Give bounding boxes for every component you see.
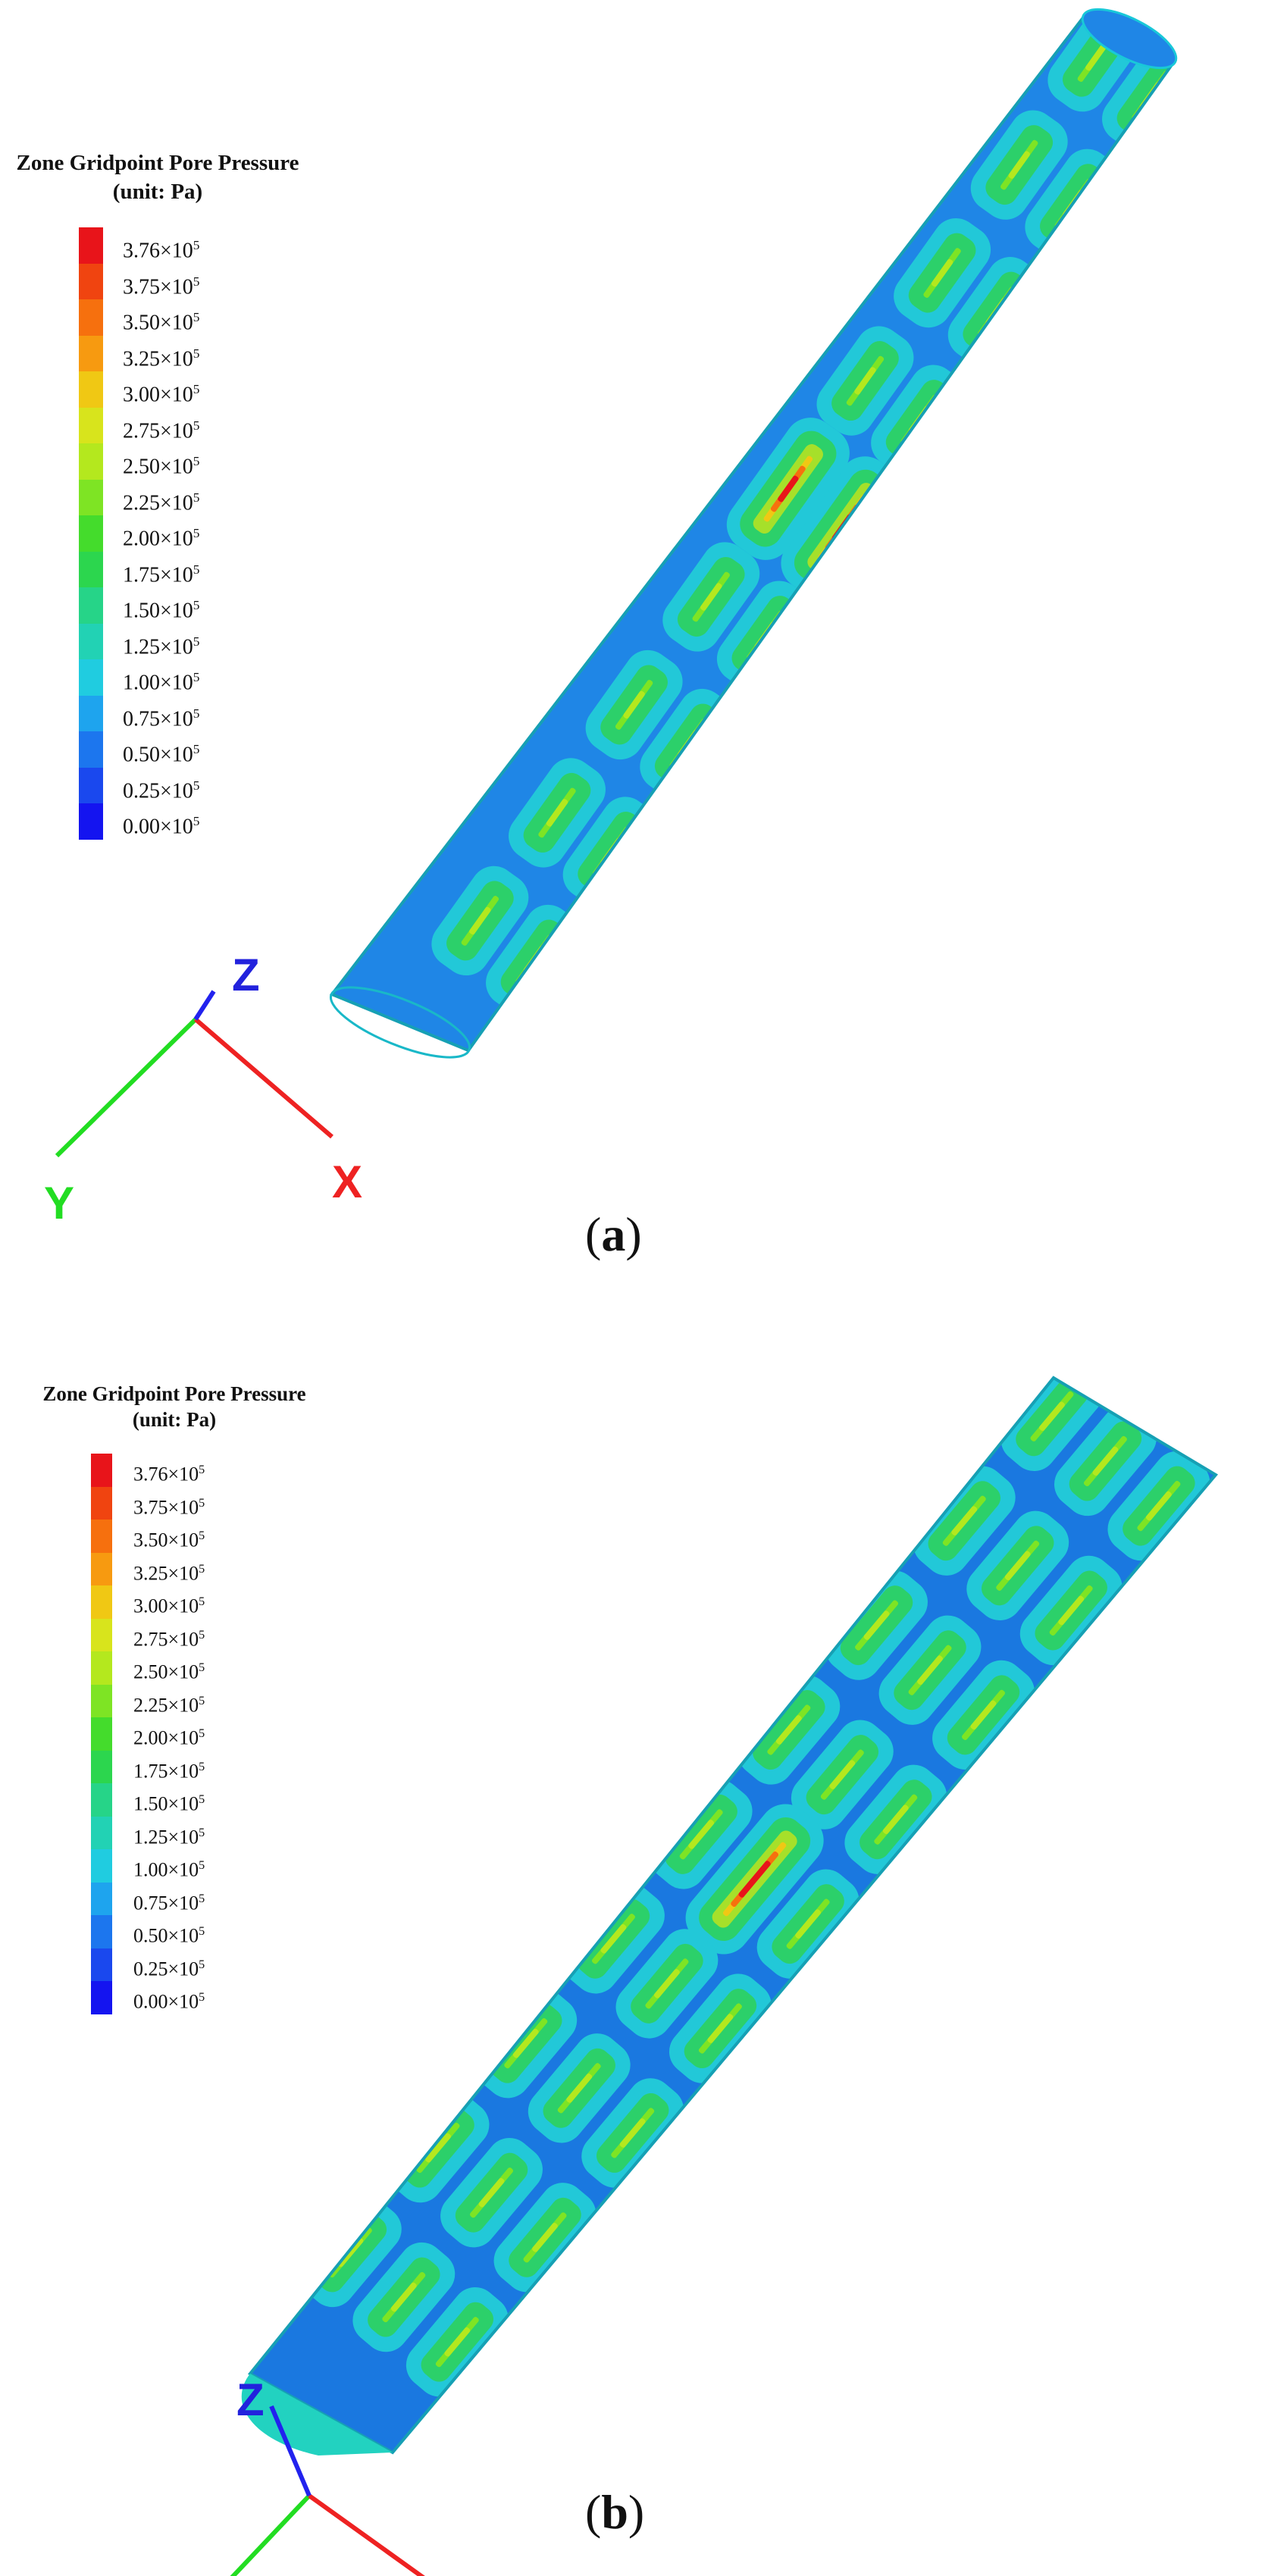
colorbar-tick-label: 1.50×105 [133,1792,205,1815]
colorbar-swatch [79,515,103,552]
colorbar-swatch [79,227,103,264]
colorbar-swatch [91,1783,112,1817]
z-axis-line [193,990,216,1021]
colorbar-swatch [79,407,103,443]
colorbar-tick-label: 3.76×105 [133,1463,205,1485]
colorbar-swatch [79,299,103,336]
colorbar-tick-label: 1.00×105 [133,1858,205,1881]
colorbar-swatch [79,443,103,480]
panel-b: Zone Gridpoint Pore Pressure (unit: Pa) … [0,1288,1265,2576]
colorbar-tick-label: 1.75×105 [123,562,200,587]
legend-title-text: Zone Gridpoint Pore Pressure [16,151,299,175]
z-axis-line [269,2405,312,2497]
colorbar-swatch [91,1717,112,1751]
colorbar-swatch [79,587,103,624]
colorbar-tick-label: 3.25×105 [123,346,200,371]
colorbar-tick-label: 1.50×105 [123,598,200,623]
colorbar-tick-label: 3.75×105 [123,274,200,299]
legend-title: Zone Gridpoint Pore Pressure (unit: Pa) [6,149,309,206]
colorbar-swatch [91,1520,112,1553]
panel-a: Zone Gridpoint Pore Pressure (unit: Pa) … [6,8,1178,1261]
colorbar-tick-label: 0.50×105 [133,1924,205,1947]
colorbar-tick-label: 1.00×105 [123,670,200,695]
colorbar-tick-label: 1.75×105 [133,1760,205,1783]
colorbar-swatch [79,479,103,515]
y-axis-line [55,1017,198,1158]
colorbar-tick-label: 3.76×105 [123,238,200,263]
y-axis-line [230,2493,312,2576]
y-axis-label: Y [44,1178,74,1229]
colorbar-swatch [91,1684,112,1717]
caption-letter-b: b [601,2485,628,2539]
x-axis-label: X [332,1157,362,1207]
colorbar-tick-label: 2.25×105 [133,1694,205,1717]
colorbar-swatch [91,1750,112,1783]
colorbar-tick-label: 2.50×105 [133,1660,205,1683]
colorbar-swatch [91,1486,112,1520]
colorbar-swatch [79,623,103,659]
caption-a: (a) [585,1207,642,1261]
colorbar-tick-label: 2.50×105 [123,454,200,479]
colorbar-tick-label: 3.00×105 [123,382,200,407]
colorbar-tick-label: 0.00×105 [123,814,200,839]
colorbar-tick-label: 2.00×105 [133,1726,205,1749]
colorbar-tick-labels: 3.76×105 3.75×105 3.50×105 3.25×105 3.00×105… [123,227,199,840]
colorbar [79,227,103,840]
colorbar-tick-label: 3.00×105 [133,1595,205,1617]
z-axis-label: Z [232,950,260,1000]
pipe-contour-b: Z X Y [230,1376,1219,2576]
pipe-contour-a: Z X Y [44,8,1178,1229]
colorbar-tick-label: 0.00×105 [133,1990,205,2013]
legend-unit: (unit: Pa) [132,1408,217,1431]
colorbar-swatch [79,695,103,731]
legend-unit: (unit: Pa) [112,180,203,204]
legend-title-text: Zone Gridpoint Pore Pressure [42,1382,306,1405]
colorbar-swatch [79,659,103,696]
colorbar-swatch [91,1585,112,1619]
colorbar-swatch [91,1915,112,1948]
colorbar-tick-label: 3.50×105 [133,1529,205,1551]
colorbar-swatch [91,1882,112,1915]
colorbar-tick-label: 2.75×105 [123,418,200,443]
colorbar-tick-label: 0.25×105 [133,1958,205,1980]
colorbar-swatch [79,335,103,371]
colorbar [91,1454,112,2014]
colorbar-tick-label: 1.25×105 [133,1826,205,1848]
colorbar-swatch [91,1981,112,2014]
colorbar-tick-label: 1.25×105 [123,634,200,659]
colorbar-swatch [79,551,103,587]
colorbar-swatch [79,803,103,840]
x-axis-line [194,1017,333,1139]
colorbar-tick-label: 2.25×105 [123,490,200,515]
colorbar-swatch [91,1816,112,1849]
colorbar-swatch [91,1618,112,1651]
z-axis-label: Z [236,2374,265,2425]
colorbar-swatch [79,263,103,299]
colorbar-swatch [79,731,103,768]
x-axis-line [308,2493,425,2576]
axes-triad-a: Z X Y [44,950,362,1229]
colorbar-swatch [79,371,103,408]
colorbar-tick-label: 0.25×105 [123,778,200,803]
colorbar-tick-label: 3.50×105 [123,310,200,335]
colorbar-swatch [91,1454,112,1487]
colorbar-tick-label: 2.00×105 [123,526,200,551]
legend-title: Zone Gridpoint Pore Pressure (unit: Pa) [23,1381,326,1432]
colorbar-tick-label: 0.75×105 [133,1892,205,1914]
colorbar-tick-label: 0.75×105 [123,706,200,731]
caption-b: (b) [585,2485,645,2539]
colorbar-swatch [91,1552,112,1585]
colorbar-tick-label: 0.50×105 [123,742,200,767]
colorbar-swatch [79,767,103,803]
colorbar-tick-label: 2.75×105 [133,1628,205,1651]
colorbar-tick-label: 3.75×105 [133,1496,205,1519]
colorbar-tick-labels: 3.76×105 3.75×105 3.50×105 3.25×105 3.00×105… [133,1454,205,2014]
colorbar-tick-label: 3.25×105 [133,1562,205,1585]
colorbar-swatch [91,1849,112,1883]
caption-letter-a: a [601,1207,626,1261]
colorbar-swatch [91,1651,112,1685]
colorbar-swatch [91,1948,112,1981]
